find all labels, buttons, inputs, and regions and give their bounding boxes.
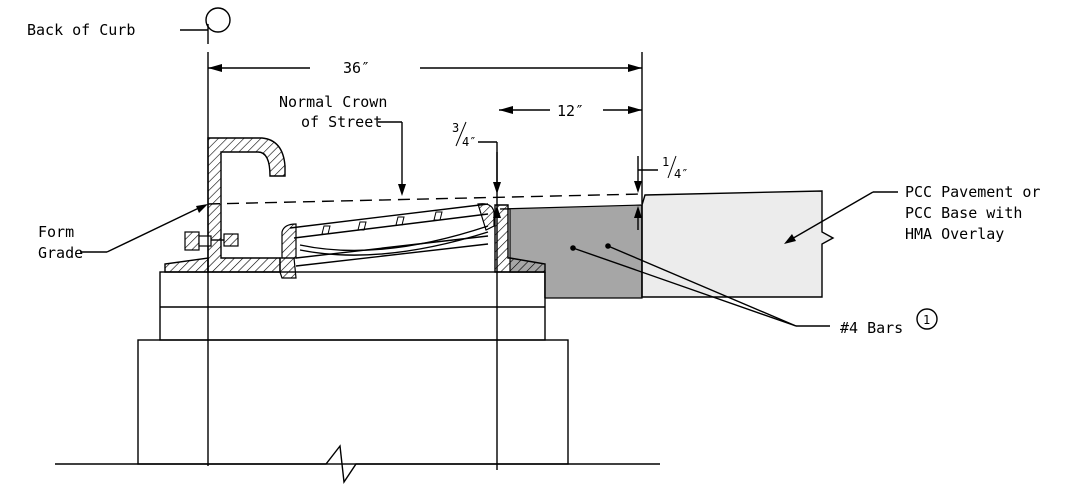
pcc-leader bbox=[784, 191, 898, 244]
pcc-label-line1: PCC Pavement or bbox=[905, 183, 1040, 201]
pcc-label-line2: PCC Base with bbox=[905, 204, 1022, 222]
note-circle bbox=[916, 308, 938, 330]
form-grade-leader bbox=[80, 204, 208, 253]
frac-quarter-num: 1 bbox=[662, 155, 669, 169]
normal-crown-leader bbox=[378, 121, 406, 196]
dimension-three-quarter bbox=[478, 141, 501, 218]
back-of-curb-label: Back of Curb bbox=[27, 21, 135, 39]
lower-foundation-block bbox=[137, 339, 569, 465]
pcc-label-line3: HMA Overlay bbox=[905, 225, 1004, 243]
frac-quarter-den: 4″ bbox=[674, 167, 688, 181]
form-grade-label-line1: Form bbox=[38, 223, 74, 241]
ground-line-with-break bbox=[55, 444, 660, 484]
frac-three-quarter-num: 3 bbox=[452, 121, 459, 135]
normal-crown-label-line2: of Street bbox=[301, 113, 382, 131]
drain-grate-body bbox=[281, 203, 495, 267]
bars-label: #4 Bars bbox=[840, 319, 903, 337]
upper-foundation-block bbox=[159, 271, 546, 341]
frac-quarter-slash bbox=[667, 155, 677, 179]
back-of-curb-extension-line bbox=[205, 7, 231, 466]
curb-casting-section bbox=[164, 137, 297, 279]
normal-crown-label-line1: Normal Crown bbox=[279, 93, 387, 111]
form-grade-label-line2: Grade bbox=[38, 244, 83, 262]
crown-dashed-line bbox=[207, 193, 643, 205]
dimension-12 bbox=[499, 106, 642, 114]
dimension-12-label: 12″ bbox=[557, 102, 584, 120]
dimension-36 bbox=[208, 52, 643, 204]
anchor-bolt bbox=[184, 231, 239, 251]
dimension-36-label: 36″ bbox=[343, 59, 370, 77]
frac-three-quarter-den: 4″ bbox=[462, 135, 476, 149]
dimension-one-quarter bbox=[634, 156, 658, 230]
pcc-pavement-slab bbox=[641, 190, 835, 298]
frac-three-quarter-slash bbox=[455, 121, 467, 147]
note-number: 1 bbox=[923, 313, 930, 327]
bars-leader bbox=[572, 245, 830, 327]
